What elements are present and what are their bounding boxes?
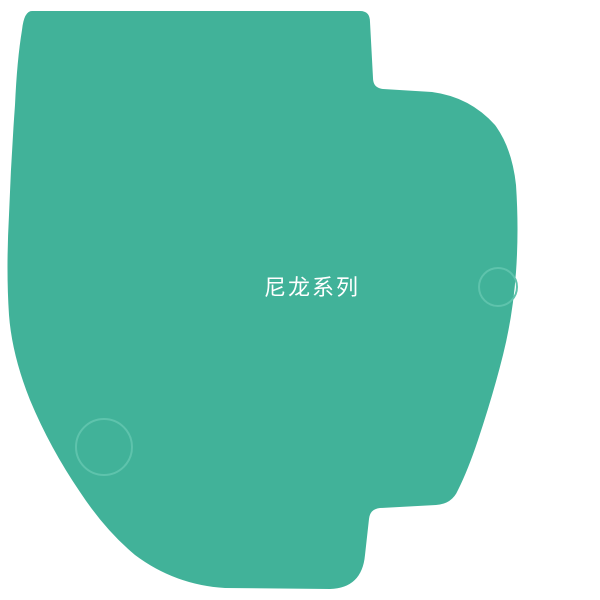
decorative-ring-bottom-left [75, 418, 133, 476]
decorative-ring-right [478, 267, 518, 307]
category-label[interactable]: 尼龙系列 [264, 276, 360, 301]
blob-shape [7, 11, 518, 589]
